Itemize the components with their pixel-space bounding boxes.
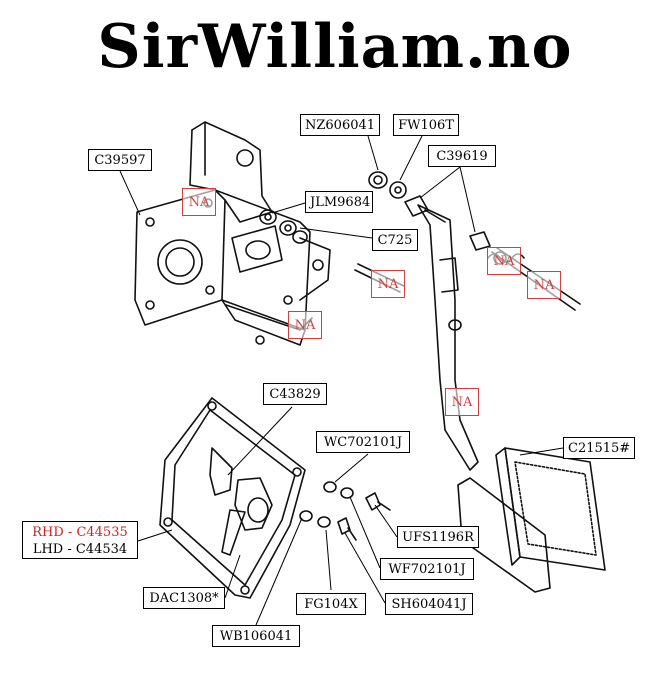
- site-title: SirWilliam.no: [97, 12, 573, 82]
- label-nz606041: NZ606041: [300, 114, 380, 136]
- nut-c725: [279, 220, 297, 236]
- label-fg104x: FG104X: [296, 593, 366, 615]
- label-rhd-lhd: RHD - C44535 LHD - C44534: [22, 521, 138, 559]
- cover-plate: [159, 397, 306, 599]
- label-rhd: RHD - C44535: [32, 525, 128, 540]
- label-c39597: C39597: [88, 149, 152, 171]
- pedal-arm: [417, 204, 479, 471]
- na-marker: NA: [288, 311, 322, 339]
- bushing-2: [469, 231, 491, 251]
- nut-nz606041: [368, 171, 388, 189]
- pedal-box-housing: [134, 121, 331, 346]
- na-marker: NA: [527, 271, 561, 299]
- na-marker: NA: [445, 388, 479, 416]
- label-fw106t: FW106T: [393, 114, 459, 136]
- label-c21515: C21515#: [563, 437, 635, 459]
- nut-jlm9684: [259, 209, 277, 225]
- label-lhd: LHD - C44534: [32, 542, 128, 557]
- label-ufs1196r: UFS1196R: [397, 526, 479, 548]
- na-marker: NA: [182, 188, 216, 216]
- label-c725: C725: [372, 229, 418, 251]
- washer-fw106t: [389, 181, 407, 199]
- label-c39619: C39619: [428, 145, 496, 167]
- na-marker: NA: [371, 270, 405, 298]
- label-wf702101j: WF702101J: [380, 558, 474, 580]
- label-sh604041j: SH604041J: [385, 593, 473, 615]
- label-wc702101j: WC702101J: [316, 431, 410, 453]
- bushing-1: [404, 195, 429, 217]
- label-jlm9684: JLM9684: [305, 191, 373, 213]
- label-wb106041: WB106041: [212, 625, 300, 647]
- label-c43829: C43829: [263, 383, 327, 405]
- label-dac1308: DAC1308*: [143, 587, 225, 609]
- pedal-pad: [495, 447, 606, 571]
- na-marker: NA: [487, 247, 521, 275]
